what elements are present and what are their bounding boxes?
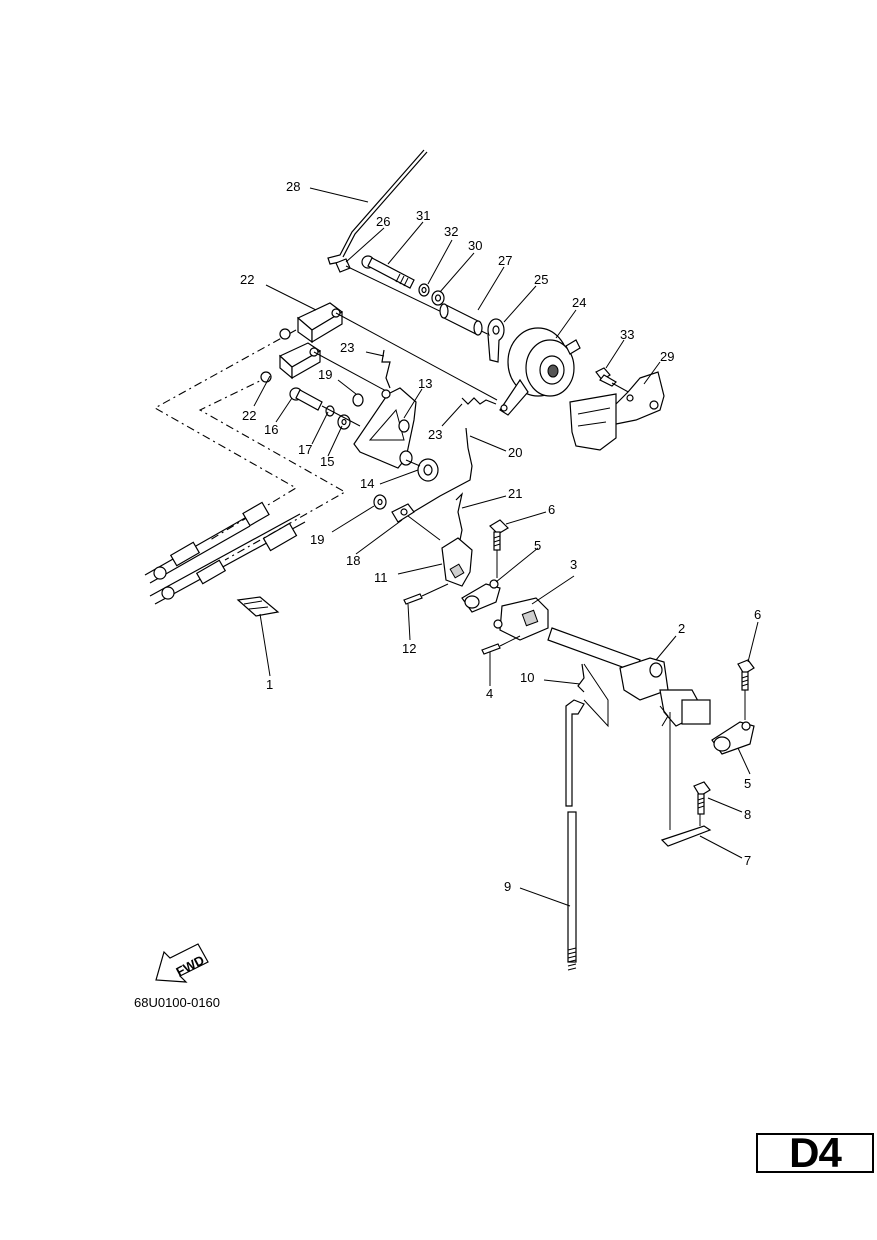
callout-21: 21: [508, 486, 522, 501]
callout-7: 7: [744, 853, 751, 868]
joint-18-line: [407, 515, 441, 541]
callout-18: 18: [346, 553, 360, 568]
part-5-clamp-upper: [461, 579, 501, 613]
callout-5-lower: 5: [744, 776, 751, 791]
part-32-washer: [418, 283, 430, 297]
callout-25: 25: [534, 272, 548, 287]
part-13-link-plate: [353, 387, 417, 469]
part-24-cam-pulley: [499, 327, 581, 416]
fwd-arrow-icon: FWD: [155, 943, 209, 983]
callout-24: 24: [572, 295, 586, 310]
part-20-clip: [409, 427, 473, 515]
part-18-joint: [391, 503, 415, 523]
part-10-clip: [577, 663, 609, 728]
link-line: [335, 312, 498, 401]
part-3-shift-lever: [493, 597, 549, 641]
callout-6-lower: 6: [754, 607, 761, 622]
callout-12: 12: [402, 641, 416, 656]
callout-labels: 28 26 31 32 30 27 25 24 33 29 22 23 19 1…: [240, 179, 761, 894]
callout-23-lower: 23: [428, 427, 442, 442]
pin-4-axis: [499, 635, 521, 647]
part-8-bolt: [693, 781, 711, 815]
callout-17: 17: [298, 442, 312, 457]
part-6-bolt-upper: [489, 519, 509, 551]
part-11-lever: [441, 537, 473, 587]
part-30-washer: [431, 290, 445, 306]
callout-19-upper: 19: [318, 367, 332, 382]
part-28-link-rod: [327, 149, 428, 265]
callout-5-upper: 5: [534, 538, 541, 553]
link-line: [313, 351, 389, 393]
part-5-clamp-lower: [711, 721, 755, 755]
part-21-clip: [455, 492, 464, 541]
callout-23-upper: 23: [340, 340, 354, 355]
part-23-clip-lower: [461, 397, 497, 405]
page-section-label: D4: [789, 1129, 842, 1176]
pin-12-axis: [421, 583, 449, 597]
callout-13: 13: [418, 376, 432, 391]
callout-6-upper: 6: [548, 502, 555, 517]
part-6-bolt-lower: [737, 659, 755, 691]
part-25-bushing: [487, 318, 505, 363]
part-9-shift-rod: [565, 699, 585, 971]
callout-2: 2: [678, 621, 685, 636]
callout-27: 27: [498, 253, 512, 268]
callout-22-lower: 22: [242, 408, 256, 423]
callout-26: 26: [376, 214, 390, 229]
part-31-bolt: [361, 255, 415, 289]
part-14-collar: [417, 458, 439, 482]
bolt-16-axis: [321, 405, 361, 427]
part-29-bracket: [569, 371, 665, 451]
part-12-pin: [403, 593, 423, 605]
callout-16: 16: [264, 422, 278, 437]
callout-8: 8: [744, 807, 751, 822]
part-15-washer: [337, 414, 351, 430]
callout-19-lower: 19: [310, 532, 324, 547]
part-19-washer-upper: [352, 393, 364, 407]
callout-4: 4: [486, 686, 493, 701]
part-16-bolt: [289, 387, 323, 411]
leader-lines: [253, 187, 759, 907]
figure-code: 68U0100-0160: [134, 995, 220, 1010]
collar-axis: [405, 459, 421, 467]
callout-30: 30: [468, 238, 482, 253]
callout-3: 3: [570, 557, 577, 572]
callout-28: 28: [286, 179, 300, 194]
part-22-cable-joint-upper: [279, 302, 344, 344]
callout-29: 29: [660, 349, 674, 364]
callout-22-upper: 22: [240, 272, 254, 287]
part-27-collar: [439, 303, 483, 336]
callout-10: 10: [520, 670, 534, 685]
callout-9: 9: [504, 879, 511, 894]
part-2-shift-shaft: [547, 627, 711, 727]
part-1-cable-label: [236, 596, 280, 617]
callout-14: 14: [360, 476, 374, 491]
part-19-washer-lower: [373, 494, 387, 510]
callout-1: 1: [266, 677, 273, 692]
part-4-pin: [481, 643, 501, 655]
callout-32: 32: [444, 224, 458, 239]
part-7-plate: [660, 825, 712, 847]
callout-33: 33: [620, 327, 634, 342]
part-22-cable-joint-lower: [260, 342, 322, 383]
part-23-clip-upper: [381, 349, 391, 389]
control-cables: [144, 501, 306, 605]
callout-15: 15: [320, 454, 334, 469]
callout-20: 20: [508, 445, 522, 460]
callout-11: 11: [374, 570, 388, 585]
part-17-washer: [325, 405, 335, 417]
callout-31: 31: [416, 208, 430, 223]
page-section-badge: D4: [756, 1129, 874, 1176]
